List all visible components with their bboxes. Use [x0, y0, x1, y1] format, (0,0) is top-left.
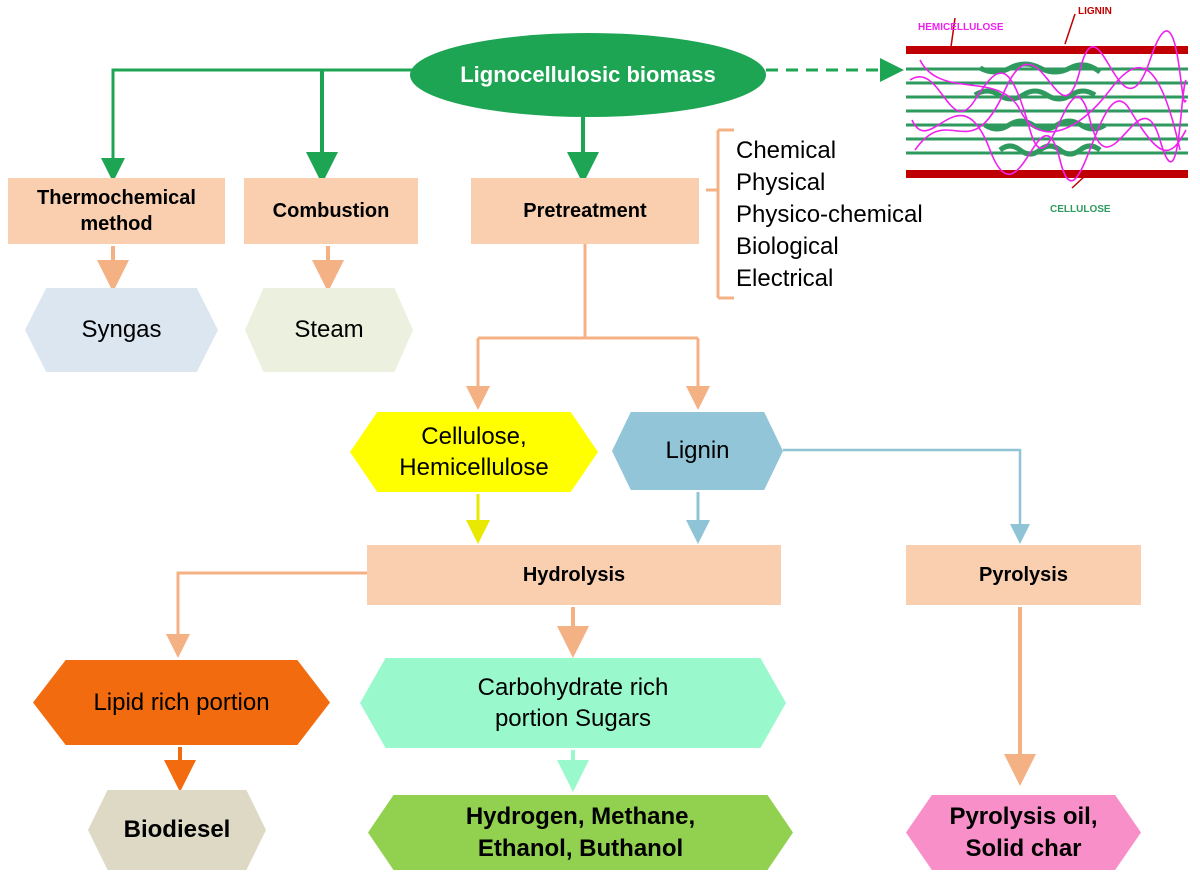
peach-arrows	[97, 244, 1036, 786]
fuels-node: Hydrogen, Methane, Ethanol, Buthanol	[368, 795, 793, 870]
lignin-bar	[906, 46, 1188, 54]
bracket	[706, 128, 734, 300]
cellulose-hemicellulose-node: Cellulose, Hemicellulose	[350, 412, 598, 492]
lignin-to-pyrolysis-arrow	[783, 448, 1030, 544]
carbohydrate-node: Carbohydrate rich portion Sugars	[360, 658, 786, 748]
biodiesel-node: Biodiesel	[88, 790, 266, 870]
lignin-node: Lignin	[612, 412, 783, 490]
cellulose-label: CELLULOSE	[1050, 204, 1111, 215]
pretreatment-methods-list: Chemical Physical Physico-chemical Biolo…	[736, 135, 923, 295]
lipid-node: Lipid rich portion	[33, 660, 330, 745]
hydrolysis-node: Hydrolysis	[367, 545, 781, 605]
steam-node: Steam	[245, 288, 413, 372]
pretreatment-node: Pretreatment	[471, 178, 699, 244]
thermochemical-node: Thermochemical method	[8, 178, 225, 244]
lignin-bar	[906, 170, 1188, 178]
green-arrows	[101, 58, 904, 184]
method-item: Physical	[736, 169, 826, 196]
method-item: Electrical	[736, 265, 834, 292]
hemicellulose-label: HEMICELLULOSE	[918, 22, 1004, 33]
pyrolysis-node: Pyrolysis	[906, 545, 1141, 605]
method-item: Biological	[736, 233, 839, 260]
pyrolysis-products-node: Pyrolysis oil, Solid char	[906, 795, 1141, 870]
method-item: Physico-chemical	[736, 201, 923, 228]
lignin-label: LIGNIN	[1078, 6, 1112, 17]
lignocellulose-structure-illustration	[906, 13, 1188, 189]
combustion-node: Combustion	[244, 178, 418, 244]
syngas-node: Syngas	[25, 288, 218, 372]
method-item: Chemical	[736, 137, 837, 164]
root-node: Lignocellulosic biomass	[410, 33, 766, 117]
